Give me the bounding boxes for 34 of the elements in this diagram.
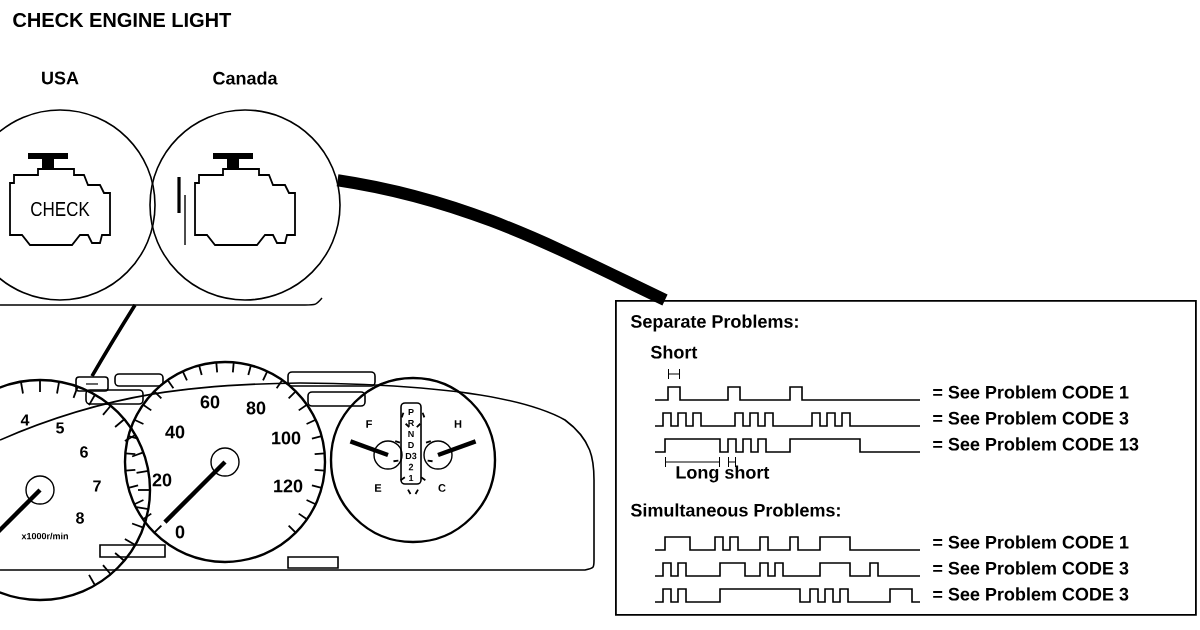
gauge-number: C: [438, 484, 446, 492]
gauge-number: 60: [200, 395, 220, 409]
gauge-number: 20: [152, 473, 172, 487]
gauge-number: R: [408, 419, 415, 427]
panel-text: Long short: [676, 465, 770, 483]
panel-text: = See Problem CODE 3: [933, 561, 1129, 575]
gauge-number: H: [454, 420, 462, 428]
panel-text: = See Problem CODE 3: [933, 411, 1129, 425]
gauge-number: D: [408, 441, 414, 449]
gauge-number: P: [408, 408, 414, 416]
gauge-number: F: [366, 420, 372, 428]
gauge-number: 40: [165, 425, 185, 439]
panel-text: Short: [650, 345, 698, 359]
gauge-number: 80: [246, 401, 266, 415]
gauge-number: E: [375, 484, 382, 492]
panel-text: Simultaneous Problems:: [630, 503, 840, 517]
panel-text: = See Problem CODE 13: [933, 437, 1139, 451]
panel-text: = See Problem CODE 3: [933, 587, 1129, 601]
gauge-number: 0: [175, 525, 185, 539]
panel-text: = See Problem CODE 1: [933, 535, 1129, 549]
gauge-number: N: [408, 430, 414, 438]
gauge-number: 2: [408, 463, 414, 471]
panel-text: = See Problem CODE 1: [933, 385, 1129, 399]
gauge-number: 1: [409, 474, 414, 482]
title: CHECK ENGINE LIGHT: [13, 12, 232, 28]
icon-text: CHECK: [31, 201, 90, 217]
circle-label: Canada: [213, 71, 278, 85]
gauge-number: D3: [405, 452, 417, 460]
gauge-number: 120: [274, 479, 303, 493]
panel-text: Separate Problems:: [630, 314, 798, 332]
circle-label: USA: [42, 71, 79, 85]
leader-line: [90, 304, 137, 378]
gauge-number: 100: [272, 431, 301, 445]
callout-wedge: [336, 174, 668, 306]
